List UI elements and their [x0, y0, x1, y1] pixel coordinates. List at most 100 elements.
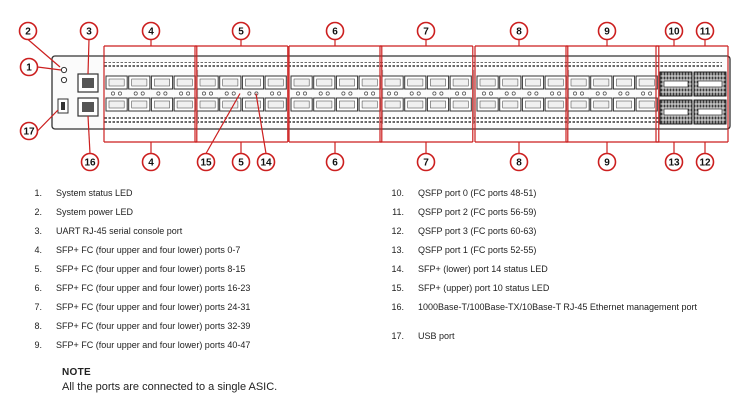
callout-number: 9	[604, 158, 610, 169]
sfp-port[interactable]	[612, 97, 636, 112]
sfp-port[interactable]	[567, 97, 590, 112]
sfp-port[interactable]	[381, 97, 404, 112]
sfp-port[interactable]	[264, 75, 287, 90]
sfp-port[interactable]	[476, 75, 499, 90]
sfp-port[interactable]	[264, 97, 287, 112]
sfp-port[interactable]	[313, 75, 336, 90]
callout-bubble: 17	[19, 121, 39, 141]
sfp-port[interactable]	[196, 97, 219, 112]
legend-item-text: QSFP port 0 (FC ports 48-51)	[418, 188, 537, 198]
qsfp-port[interactable]	[659, 99, 693, 125]
sfp-port[interactable]	[150, 75, 174, 90]
legend-item-number: 16.	[391, 302, 404, 312]
port-led-icon	[648, 91, 653, 96]
callout-bubble: 13	[664, 152, 684, 172]
port-led-icon	[394, 91, 398, 96]
sfp-port[interactable]	[404, 97, 427, 112]
qsfp-port[interactable]	[693, 99, 727, 125]
callout-bubble: 5	[231, 152, 251, 172]
port-led-icon	[277, 91, 282, 96]
sfp-port[interactable]	[290, 75, 313, 90]
port-led-icon	[140, 91, 145, 96]
callout-number: 5	[238, 27, 244, 38]
legend-item: 1.System status LED	[18, 188, 378, 199]
sfp-port[interactable]	[499, 75, 522, 90]
callout-number: 9	[604, 27, 610, 38]
sfp-port[interactable]	[449, 97, 472, 112]
port-led-icon	[364, 91, 369, 96]
sfp-port[interactable]	[290, 97, 313, 112]
sfp-port[interactable]	[426, 97, 450, 112]
port-led-icon	[179, 91, 184, 96]
port-led-icon	[163, 91, 168, 96]
callout-bubble: 9	[597, 152, 617, 172]
legend-item-text: QSFP port 3 (FC ports 60-63)	[418, 226, 537, 236]
port-led-icon	[534, 91, 539, 96]
status-led-icon	[60, 66, 68, 74]
callout-bubble: 9	[597, 21, 617, 41]
sfp-port[interactable]	[219, 75, 242, 90]
sfp-port[interactable]	[544, 75, 567, 90]
legend-item-number: 15.	[391, 283, 404, 293]
legend-item-number: 12.	[391, 226, 404, 236]
callout-bubble: 8	[509, 21, 529, 41]
sfp-port[interactable]	[173, 97, 196, 112]
sfp-port[interactable]	[381, 75, 404, 90]
note-section: NOTE All the ports are connected to a si…	[62, 367, 277, 393]
sfp-port[interactable]	[105, 97, 128, 112]
sfp-port[interactable]	[635, 97, 658, 112]
sfp-port[interactable]	[635, 75, 658, 90]
sfp-port[interactable]	[219, 97, 242, 112]
sfp-port[interactable]	[590, 97, 613, 112]
callout-number: 15	[200, 158, 212, 169]
sfp-port[interactable]	[521, 75, 545, 90]
callout-number: 14	[260, 158, 272, 169]
legend-item-text: SFP+ FC (four upper and four lower) port…	[56, 340, 251, 350]
sfp-port[interactable]	[128, 75, 151, 90]
legend-item-number: 2.	[34, 207, 42, 217]
sfp-port[interactable]	[426, 75, 450, 90]
port-led-icon	[133, 91, 138, 96]
sfp-port[interactable]	[313, 97, 336, 112]
sfp-port[interactable]	[499, 97, 522, 112]
port-led-icon	[318, 91, 323, 96]
qsfp-port[interactable]	[693, 71, 727, 97]
qsfp-port[interactable]	[659, 71, 693, 97]
sfp-port[interactable]	[150, 97, 174, 112]
callout-bubble: 4	[141, 152, 161, 172]
port-led-icon	[387, 91, 391, 96]
sfp-port[interactable]	[241, 97, 265, 112]
sfp-port[interactable]	[449, 75, 472, 90]
sfp-port[interactable]	[173, 75, 196, 90]
sfp-port[interactable]	[335, 97, 359, 112]
sfp-port[interactable]	[105, 75, 128, 90]
top-vent-strip	[104, 62, 722, 69]
sfp-port[interactable]	[476, 97, 499, 112]
sfp-port[interactable]	[612, 75, 636, 90]
port-led-icon	[462, 91, 467, 96]
legend-item: 10.QSFP port 0 (FC ports 48-51)	[380, 188, 730, 199]
sfp-port[interactable]	[241, 75, 265, 90]
sfp-port[interactable]	[358, 97, 381, 112]
legend-item: 17.USB port	[380, 331, 730, 342]
sfp-port[interactable]	[590, 75, 613, 90]
legend-item: 11.QSFP port 2 (FC ports 56-59)	[380, 207, 730, 218]
sfp-port[interactable]	[404, 75, 427, 90]
sfp-port[interactable]	[128, 97, 151, 112]
legend-item: 6.SFP+ FC (four upper and four lower) po…	[18, 283, 378, 294]
sfp-port[interactable]	[196, 75, 219, 90]
sfp-port[interactable]	[567, 75, 590, 90]
sfp-port[interactable]	[544, 97, 567, 112]
sfp-port[interactable]	[335, 75, 359, 90]
legend-item-number: 4.	[34, 245, 42, 255]
callout-bubble: 7	[416, 21, 436, 41]
legend-item-number: 5.	[34, 264, 42, 274]
port-led-icon	[557, 91, 562, 96]
sfp-port[interactable]	[521, 97, 545, 112]
legend-item: 16.1000Base-T/100Base-TX/10Base-T RJ-45 …	[380, 302, 730, 313]
sfp-port[interactable]	[358, 75, 381, 90]
callout-bubble: 11	[695, 21, 715, 41]
legend-item: 8.SFP+ FC (four upper and four lower) po…	[18, 321, 378, 332]
port-led-icon	[580, 91, 584, 96]
port-led-icon	[550, 91, 555, 96]
